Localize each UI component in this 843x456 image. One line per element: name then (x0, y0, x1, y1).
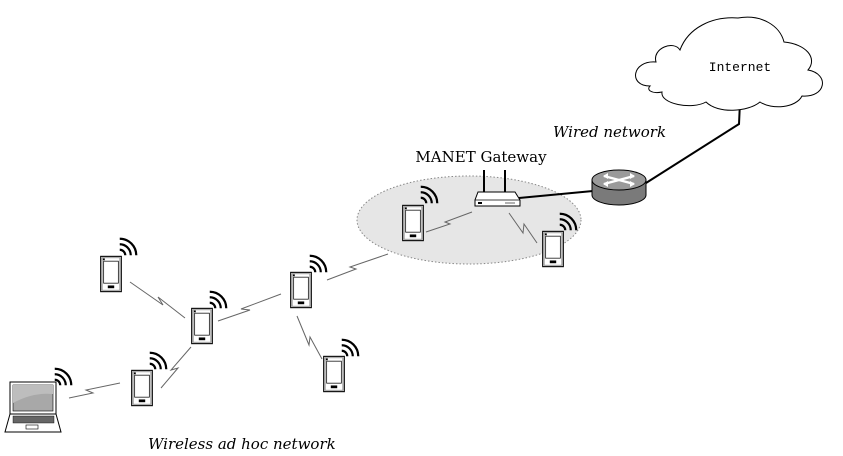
phone-1 (100, 237, 138, 293)
wifi-signal-icon (340, 338, 360, 358)
wireless-link-phone6-gateway (425, 211, 473, 233)
wireless-link-phone1-phone3 (129, 281, 186, 319)
internet-label: Internet (709, 60, 771, 75)
phone-2 (131, 351, 168, 407)
wireless-link-phone4-phone5 (296, 315, 323, 360)
smartphone-icon (542, 230, 564, 268)
smartphone-icon (402, 204, 424, 242)
router (591, 169, 647, 206)
wireless-link-phone3-phone4 (217, 293, 282, 322)
wireless-link-phone2-phone3 (160, 346, 192, 389)
laptop-icon (4, 381, 62, 433)
wireless-link-gateway-phone7 (508, 212, 538, 244)
wifi-signal-icon (208, 290, 228, 310)
manet-gateway: MANET Gateway (415, 148, 547, 207)
wifi-signal-icon (308, 254, 328, 274)
smartphone-icon (191, 307, 213, 345)
internet-cloud: Internet (635, 16, 823, 111)
wired-network-label: Wired network (553, 123, 666, 141)
laptop (4, 367, 73, 433)
wifi-signal-icon (118, 237, 138, 257)
wired-link-router-internet (645, 101, 741, 184)
phone-5 (323, 338, 360, 393)
phone-4 (290, 254, 328, 309)
phone-3 (191, 290, 228, 345)
smartphone-icon (100, 255, 122, 293)
smartphone-icon (323, 355, 345, 393)
wireless-links (68, 211, 538, 399)
cloud-icon (635, 16, 823, 111)
smartphone-icon (131, 369, 153, 407)
gateway-label: MANET Gateway (415, 148, 547, 166)
wireless-link-phone4-phone6 (326, 253, 389, 281)
wifi-signal-icon (53, 367, 73, 387)
wired-link-gateway-router (518, 190, 594, 199)
wireless-link-laptop-phone2 (68, 382, 121, 399)
smartphone-icon (290, 271, 312, 309)
wifi-signal-icon (148, 351, 168, 371)
adhoc-network-label: Wireless ad hoc network (148, 435, 336, 453)
router-arrows-icon (603, 173, 635, 187)
